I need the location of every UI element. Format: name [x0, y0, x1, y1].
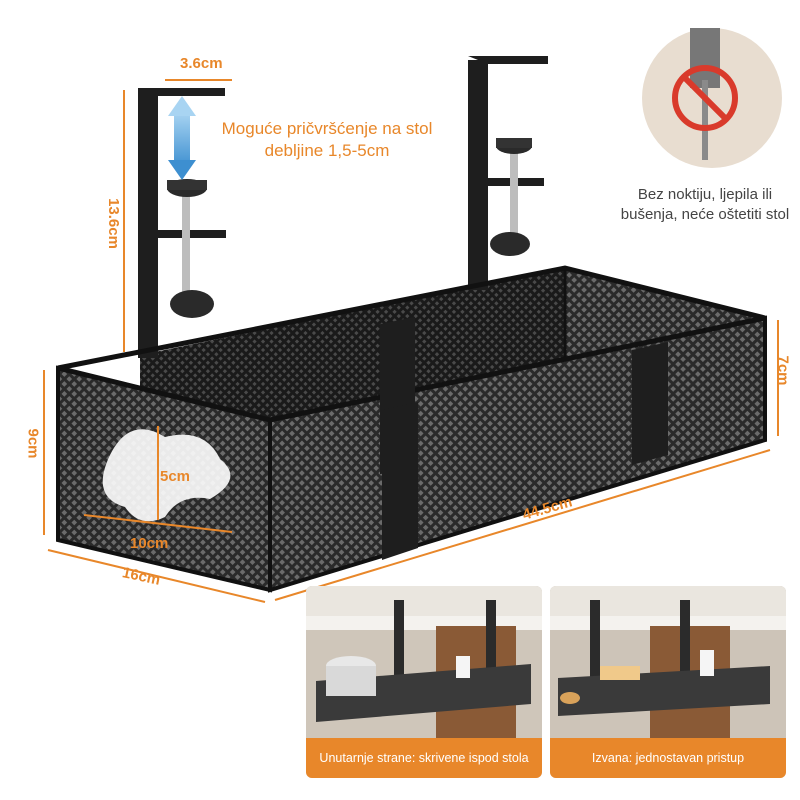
inside-mount-photo: [306, 586, 542, 738]
left-cutout: [102, 429, 231, 522]
left-bracket: [138, 88, 226, 358]
adjust-arrow-icon: [168, 96, 196, 180]
dim-bracket-gap: 3.6cm: [180, 55, 223, 72]
strap-middle: [632, 342, 668, 465]
no-drill-icon: [642, 28, 782, 168]
photo-panel-inside: Unutarnje strane: skrivene ispod stola: [306, 586, 542, 778]
mount-thickness-text: Moguće pričvršćenje na stol debljine 1,5…: [221, 119, 433, 160]
strap-front: [382, 402, 418, 560]
dimension-lines: [43, 79, 779, 603]
photo-panel-outside: Izvana: jednostavan pristup: [550, 586, 786, 778]
dim-bracket-height: 13.6cm: [104, 198, 122, 249]
caption-inside: Unutarnje strane: skrivene ispod stola: [306, 738, 542, 778]
right-bracket: [468, 56, 548, 290]
outside-mount-photo: [550, 586, 786, 738]
dim-basket-height-back: 7cm: [774, 355, 792, 386]
no-drill-text: Bez noktiju, ljepila ili bušenja, neće o…: [620, 186, 790, 223]
dim-hole-height: 5cm: [160, 468, 191, 485]
dim-hole-width: 10cm: [130, 535, 169, 552]
dim-basket-height-front: 9cm: [24, 428, 42, 459]
caption-outside: Izvana: jednostavan pristup: [550, 738, 786, 778]
